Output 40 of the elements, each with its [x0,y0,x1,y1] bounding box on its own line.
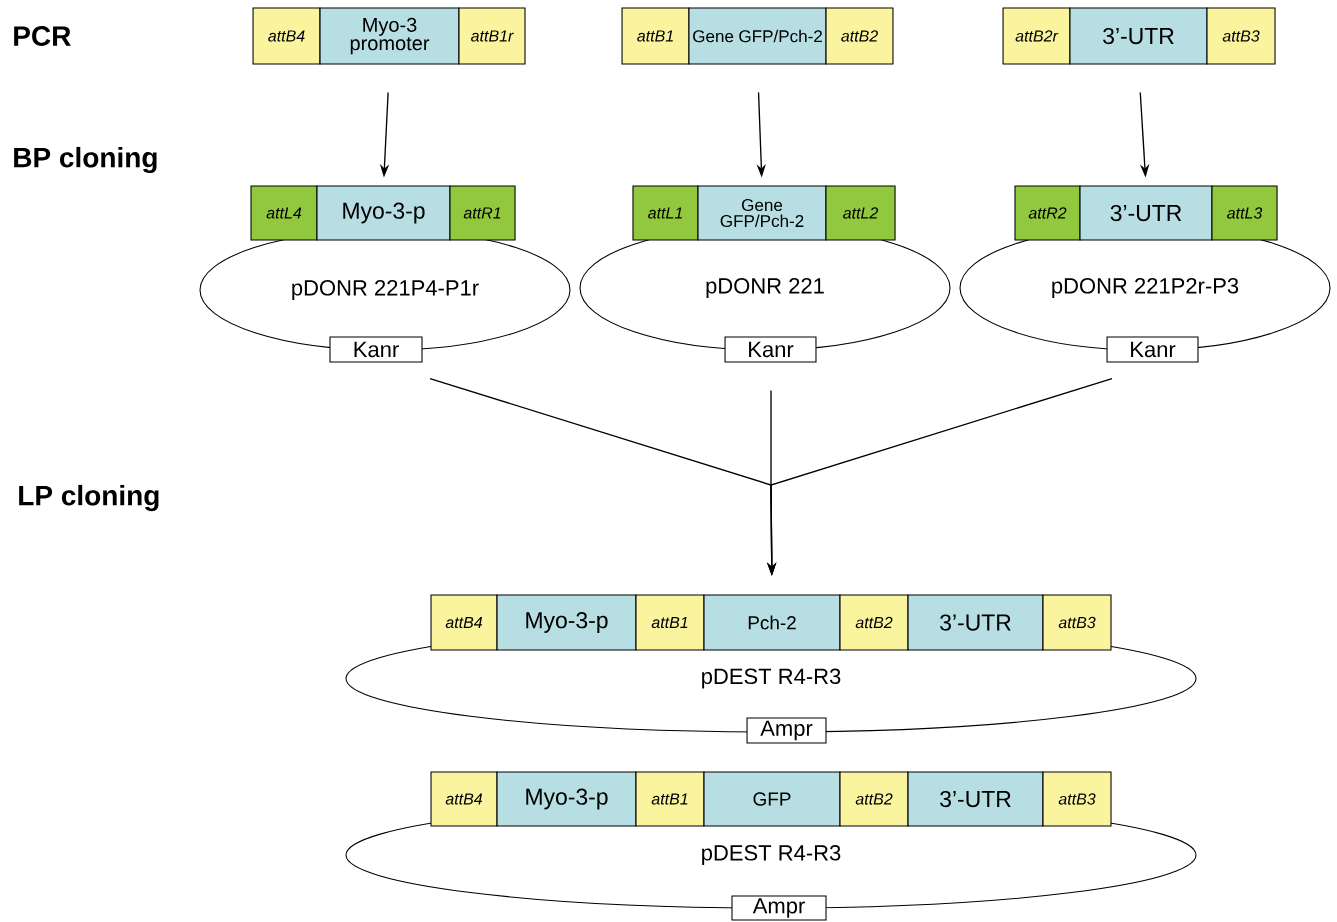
marker-box: Ampr [731,895,827,921]
step-label: PCR [14,26,71,46]
att-site-box: attB1 [635,594,705,651]
att-site-box: attB1 [621,7,690,65]
att-site-box: attB3 [1206,7,1276,65]
att-site-box: attL4 [250,185,318,241]
insert-box: 3’-UTR [907,594,1044,651]
insert-box: Gene GFP/Pch-2 [688,7,827,65]
att-site-box: attL1 [632,185,699,241]
att-site-box: attB2r [1002,7,1071,65]
att-site-box: attB4 [430,771,498,827]
insert-box: 3’-UTR [1069,7,1208,65]
att-site-box: attB1r [458,7,526,65]
att-site-box: attB3 [1042,771,1112,827]
insert-box: 3’-UTR [907,771,1044,827]
insert-box: Myo-3 promoter [319,7,460,65]
insert-box: Myo-3-p [496,594,637,651]
att-site-box: attB2 [839,594,909,651]
step-label: LP cloning [19,484,159,512]
att-site-box: attB2 [839,771,909,827]
att-site-box: attR2 [1014,185,1081,241]
insert-box: GFP [703,771,841,827]
insert-box: Myo-3-p [496,771,637,827]
insert-box: Pch-2 [703,594,841,651]
marker-box: Kanr [1106,336,1199,363]
marker-box: Kanr [724,336,817,363]
insert-box: 3’-UTR [1079,185,1213,241]
att-site-box: attB4 [430,594,498,651]
att-site-box: attR1 [449,185,516,241]
insert-box: Gene GFP/Pch-2 [697,185,827,241]
marker-box: Ampr [746,717,827,744]
att-site-box: attL3 [1211,185,1278,241]
marker-box: Kanr [329,336,423,363]
step-label: BP cloning [14,146,157,174]
att-site-box: attB3 [1042,594,1112,651]
att-site-box: attB1 [635,771,705,827]
att-site-box: attB4 [252,7,321,65]
insert-box: Myo-3-p [316,185,451,241]
att-site-box: attL2 [825,185,896,241]
att-site-box: attB2 [825,7,894,65]
